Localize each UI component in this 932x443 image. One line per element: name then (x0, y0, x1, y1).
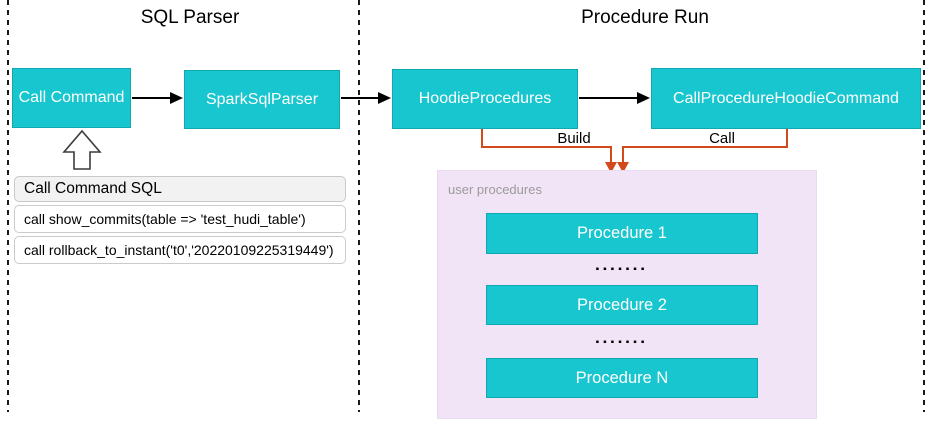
node-hoodie-procedures: HoodieProcedures (392, 69, 578, 129)
node-hoodie-procedures-label: HoodieProcedures (418, 90, 552, 107)
flow-arrow-parser-to-hoodieprocedures (341, 92, 391, 104)
node-call-command-label: Call Command (18, 89, 125, 106)
flow-arrow-call-command-to-parser (132, 92, 183, 104)
sql-example-row: call show_commits(table => 'test_hudi_ta… (14, 205, 346, 233)
ellipsis-dots: ▪▪▪▪▪▪▪ (595, 337, 649, 348)
section-title-sql-parser: SQL Parser (140, 7, 240, 28)
sql-example-row: call rollback_to_instant('t0','202201092… (14, 236, 346, 264)
call-command-sql-panel: Call Command SQL call show_commits(table… (14, 176, 346, 267)
sql-panel-header: Call Command SQL (14, 176, 346, 202)
node-call-procedure-hoodie-command-label: CallProcedureHoodieCommand (673, 89, 899, 107)
build-connector-label: Build (557, 130, 591, 147)
node-procedure-2-label: Procedure 2 (577, 295, 667, 314)
flow-arrow-hoodieprocedures-to-command (579, 92, 650, 104)
left-dashed-border (7, 0, 9, 412)
right-dashed-border (923, 0, 925, 412)
ellipsis-dots: ▪▪▪▪▪▪▪ (595, 264, 649, 275)
middle-dashed-border (358, 0, 360, 412)
node-spark-sql-parser-label: SparkSqlParser (205, 90, 319, 108)
user-procedures-panel: user procedures Procedure 1 ▪▪▪▪▪▪▪ Proc… (437, 170, 817, 419)
node-procedure-n: Procedure N (486, 358, 758, 398)
node-spark-sql-parser: SparkSqlParser (184, 70, 340, 129)
node-call-procedure-hoodie-command: CallProcedureHoodieCommand (651, 68, 921, 129)
call-connector-label: Call (709, 130, 735, 147)
section-title-procedure-run: Procedure Run (581, 7, 709, 28)
hollow-up-arrow-icon (62, 129, 102, 170)
user-procedures-label: user procedures (448, 182, 542, 197)
node-procedure-n-label: Procedure N (575, 368, 669, 387)
node-procedure-1-label: Procedure 1 (577, 224, 667, 242)
node-procedure-1: Procedure 1 (486, 213, 758, 254)
node-procedure-2: Procedure 2 (486, 285, 758, 325)
node-call-command: Call Command (12, 68, 131, 128)
